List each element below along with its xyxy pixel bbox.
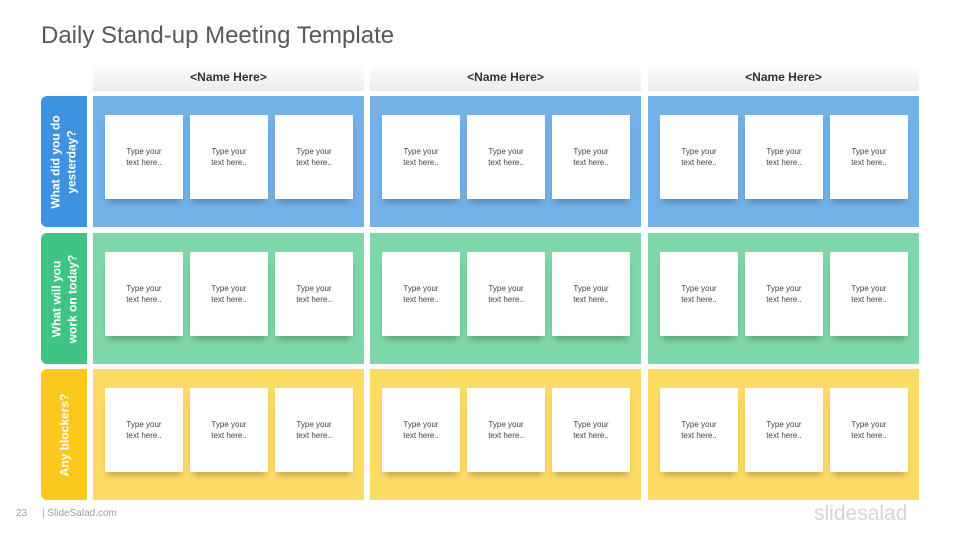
column-header-3: <Name Here> (648, 63, 919, 91)
sticky-note[interactable]: Type your text here.. (382, 388, 460, 472)
sticky-note[interactable]: Type your text here.. (467, 252, 545, 336)
page-number: 23 (16, 508, 28, 519)
sticky-note-text: Type your text here.. (403, 284, 439, 304)
row-label-line: yesterday? (65, 129, 80, 194)
sticky-note-text: Type your text here.. (488, 147, 524, 167)
slide-title: Daily Stand-up Meeting Template (41, 22, 395, 49)
sticky-note-text: Type your text here.. (211, 284, 247, 304)
sticky-note-text: Type your text here.. (851, 147, 887, 167)
sticky-note-text: Type your text here.. (488, 284, 524, 304)
column-header-1: <Name Here> (93, 63, 364, 91)
row-label-line: What did you do (49, 114, 64, 209)
sticky-note-text: Type your text here.. (296, 420, 332, 440)
grid-cell: Type your text here.. Type your text here… (93, 369, 364, 500)
grid-cell: Type your text here.. Type your text here… (370, 233, 641, 364)
sticky-note-text: Type your text here.. (126, 420, 162, 440)
row-label-blockers: Any blockers? (41, 369, 87, 500)
row-label-line: Any blockers? (57, 393, 72, 476)
sticky-note-text: Type your text here.. (766, 147, 802, 167)
sticky-note-text: Type your text here.. (296, 147, 332, 167)
grid-cell: Type your text here.. Type your text here… (370, 369, 641, 500)
sticky-note[interactable]: Type your text here.. (190, 252, 268, 336)
sticky-note[interactable]: Type your text here.. (830, 115, 908, 199)
sticky-note-text: Type your text here.. (766, 284, 802, 304)
sticky-note[interactable]: Type your text here.. (190, 115, 268, 199)
sticky-note[interactable]: Type your text here.. (275, 388, 353, 472)
footer-site: | SlideSalad.com (42, 508, 117, 519)
sticky-note[interactable]: Type your text here.. (660, 388, 738, 472)
sticky-note[interactable]: Type your text here.. (275, 115, 353, 199)
grid-cell: Type your text here.. Type your text here… (93, 233, 364, 364)
sticky-note[interactable]: Type your text here.. (190, 388, 268, 472)
sticky-note-text: Type your text here.. (681, 420, 717, 440)
grid-cell: Type your text here.. Type your text here… (648, 369, 919, 500)
grid-cell: Type your text here.. Type your text here… (370, 96, 641, 227)
sticky-note[interactable]: Type your text here.. (552, 252, 630, 336)
sticky-note-text: Type your text here.. (403, 147, 439, 167)
sticky-note-text: Type your text here.. (573, 147, 609, 167)
row-label-line: work on today? (65, 254, 80, 343)
sticky-note[interactable]: Type your text here.. (105, 115, 183, 199)
sticky-note-text: Type your text here.. (573, 420, 609, 440)
grid-cell: Type your text here.. Type your text here… (93, 96, 364, 227)
grid-cell: Type your text here.. Type your text here… (648, 233, 919, 364)
sticky-note[interactable]: Type your text here.. (467, 115, 545, 199)
sticky-note-text: Type your text here.. (211, 147, 247, 167)
grid-cell: Type your text here.. Type your text here… (648, 96, 919, 227)
sticky-note[interactable]: Type your text here.. (105, 388, 183, 472)
sticky-note[interactable]: Type your text here.. (467, 388, 545, 472)
sticky-note-text: Type your text here.. (403, 420, 439, 440)
sticky-note-text: Type your text here.. (681, 284, 717, 304)
sticky-note[interactable]: Type your text here.. (552, 388, 630, 472)
sticky-note-text: Type your text here.. (296, 284, 332, 304)
sticky-note[interactable]: Type your text here.. (745, 115, 823, 199)
sticky-note-text: Type your text here.. (488, 420, 524, 440)
column-header-2: <Name Here> (370, 63, 641, 91)
sticky-note[interactable]: Type your text here.. (382, 115, 460, 199)
sticky-note-text: Type your text here.. (126, 147, 162, 167)
sticky-note[interactable]: Type your text here.. (660, 115, 738, 199)
sticky-note-text: Type your text here.. (766, 420, 802, 440)
sticky-note-text: Type your text here.. (211, 420, 247, 440)
sticky-note[interactable]: Type your text here.. (830, 388, 908, 472)
brand-logo: slidesalad (814, 502, 908, 525)
sticky-note[interactable]: Type your text here.. (105, 252, 183, 336)
sticky-note[interactable]: Type your text here.. (552, 115, 630, 199)
sticky-note-text: Type your text here.. (851, 420, 887, 440)
sticky-note-text: Type your text here.. (681, 147, 717, 167)
sticky-note[interactable]: Type your text here.. (382, 252, 460, 336)
sticky-note[interactable]: Type your text here.. (830, 252, 908, 336)
sticky-note-text: Type your text here.. (126, 284, 162, 304)
sticky-note-text: Type your text here.. (573, 284, 609, 304)
sticky-note-text: Type your text here.. (851, 284, 887, 304)
sticky-note[interactable]: Type your text here.. (275, 252, 353, 336)
sticky-note[interactable]: Type your text here.. (745, 252, 823, 336)
sticky-note[interactable]: Type your text here.. (660, 252, 738, 336)
sticky-note[interactable]: Type your text here.. (745, 388, 823, 472)
row-label-line: What will you (49, 260, 64, 337)
